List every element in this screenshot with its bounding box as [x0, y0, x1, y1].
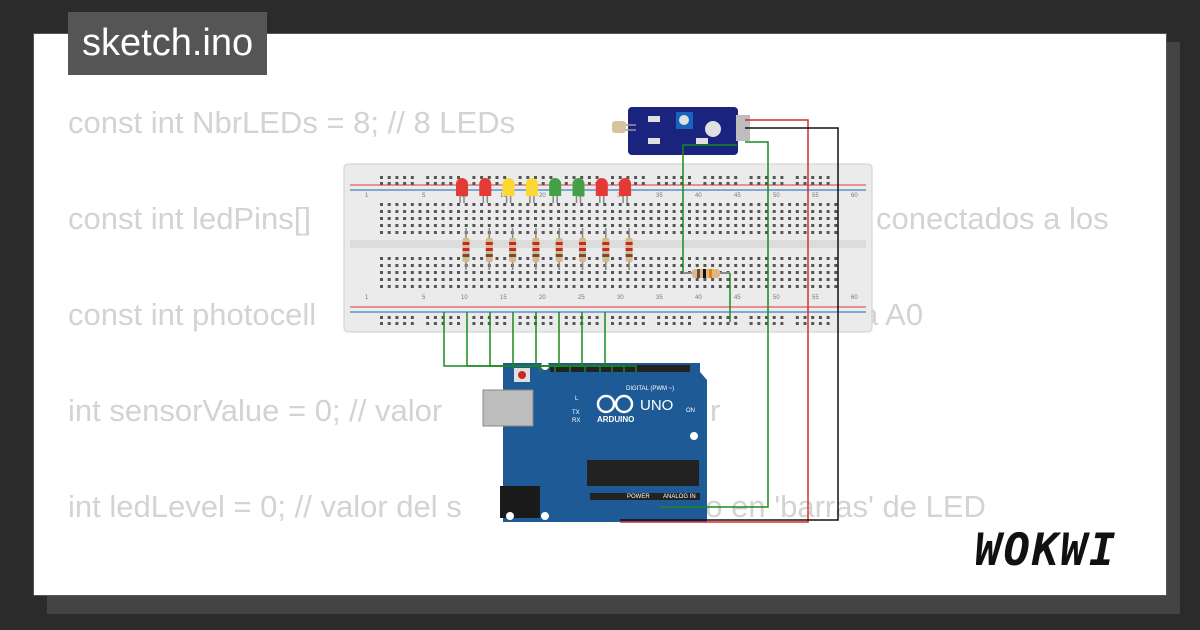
led[interactable] — [525, 178, 538, 203]
breadboard-column-label: 45 — [734, 295, 741, 301]
led-wire — [581, 312, 625, 372]
sensor-resistor[interactable] — [683, 269, 730, 278]
led-resistor[interactable] — [485, 228, 493, 270]
breadboard-column-label: 45 — [734, 193, 741, 199]
code-line: const int ledPins[] — [68, 201, 311, 236]
breadboard-column-label: 25 — [578, 295, 585, 301]
arduino-brand: ARDUINO — [597, 415, 634, 424]
light-sensor-module[interactable] — [612, 107, 750, 155]
breadboard-column-label: 20 — [539, 295, 546, 301]
led-resistor[interactable] — [509, 228, 517, 270]
code-line: const int photocell — [68, 297, 317, 332]
led[interactable] — [479, 178, 492, 203]
breadboard-column-label: 35 — [656, 193, 663, 199]
breadboard-column-label: 15 — [500, 295, 507, 301]
breadboard-column-label: 20 — [539, 193, 546, 199]
breadboard-column-label: 1 — [365, 193, 369, 199]
led-resistor[interactable] — [462, 228, 470, 270]
code-line: int sensorValue = 0; // valor — [68, 393, 443, 428]
breadboard-column-label: 35 — [656, 295, 663, 301]
led[interactable] — [456, 178, 468, 203]
code-line: r — [710, 393, 721, 428]
led-resistor[interactable] — [579, 228, 586, 270]
breadboard-column-label: 50 — [773, 295, 780, 301]
power-header-label: POWER — [627, 494, 650, 500]
led[interactable] — [595, 178, 608, 203]
code-line: const int NbrLEDs = 8; // 8 LEDs — [68, 105, 516, 140]
led[interactable] — [502, 178, 515, 203]
on-led-label: ON — [686, 408, 695, 414]
code-line: int ledLevel = 0; // valor del s — [68, 489, 462, 524]
led-resistor[interactable] — [602, 228, 610, 270]
breadboard-column-label: 10 — [461, 295, 468, 301]
breadboard-column-label: 40 — [695, 295, 702, 301]
arduino-logo-icon — [596, 394, 634, 414]
led[interactable] — [619, 178, 632, 203]
led-resistor[interactable] — [625, 228, 633, 270]
led[interactable] — [572, 178, 585, 203]
l-led-label: L — [575, 396, 579, 402]
breadboard-column-label: 5 — [422, 193, 426, 199]
led-resistor[interactable] — [532, 228, 540, 270]
breadboard-column-label: 50 — [773, 193, 780, 199]
wires — [443, 119, 839, 523]
arduino-uno-board[interactable]: UNO ARDUINO DIGITAL (PWM ~) POWER ANALOG… — [482, 362, 707, 522]
led-wire — [604, 312, 637, 372]
analog-header-label: ANALOG IN — [663, 494, 696, 500]
breadboard-column-label: 40 — [695, 193, 702, 199]
breadboard-column-label: 55 — [812, 193, 819, 199]
code-line: conectados a los — [876, 201, 1109, 236]
tx-label: TX — [572, 410, 580, 416]
led-resistor[interactable] — [555, 228, 563, 270]
sketch-title[interactable]: sketch.ino — [68, 12, 268, 75]
breadboard-column-label: 60 — [851, 295, 858, 301]
breadboard-column-label: 60 — [851, 193, 858, 199]
breadboard-column-label: 30 — [617, 295, 624, 301]
digital-header-label: DIGITAL (PWM ~) — [626, 386, 674, 392]
breadboard-column-label: 5 — [422, 295, 426, 301]
wokwi-logo[interactable]: WOKWI — [975, 525, 1118, 576]
breadboard-column-label: 55 — [812, 295, 819, 301]
breadboard-column-label: 1 — [365, 295, 369, 301]
led[interactable] — [549, 178, 562, 203]
arduino-model: UNO — [640, 397, 673, 414]
rx-label: RX — [572, 418, 580, 424]
